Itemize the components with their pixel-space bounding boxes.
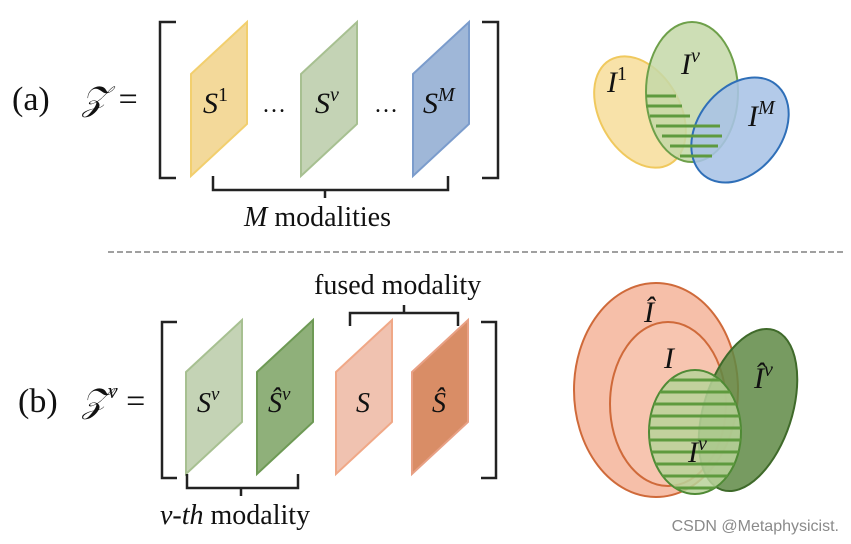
slice-b-shat <box>411 317 469 477</box>
venn-a-i1-label: I1 <box>606 63 627 99</box>
ellipsis-1: … <box>262 92 286 118</box>
venn-b-i-label: I <box>663 342 676 375</box>
slice-sv <box>300 19 358 179</box>
venn-b-iv-label: Iv <box>687 433 707 469</box>
bracket-left-a <box>158 20 176 180</box>
venn-a-im <box>690 76 790 184</box>
slice-b-shat-label: Ŝ <box>432 388 446 419</box>
slice-sv-label: Sv <box>315 84 339 120</box>
ellipsis-2: … <box>374 92 398 118</box>
panel-b-label: (b) <box>18 383 58 420</box>
venn-a-hatch <box>646 94 722 158</box>
vth-modality-label: v-th modality <box>160 500 310 531</box>
slice-sm-label: SM <box>423 84 456 120</box>
slice-b-shat-v <box>256 317 314 477</box>
bracket-right-b <box>481 320 498 480</box>
venn-a-iv-label: Iv <box>680 45 700 81</box>
venn-b-ihat-v-label: Îv <box>753 359 773 395</box>
bracket-right-a <box>482 20 500 180</box>
brace-vth-modality <box>185 474 300 496</box>
brace-modalities-label: M modalities <box>243 202 391 233</box>
brace-fused-modality <box>348 305 460 326</box>
bracket-left-b <box>160 320 177 480</box>
slice-s1 <box>190 19 248 179</box>
panel-b-lhs: 𝒵v = <box>81 378 145 420</box>
slice-b-s <box>335 317 393 477</box>
slice-b-sv-label: Sv <box>197 384 220 419</box>
venn-b-ihat-label: Î <box>643 296 656 329</box>
panel-a-lhs: 𝒵 = <box>81 81 139 118</box>
watermark-text: CSDN @Metaphysicist. <box>671 518 839 535</box>
fused-modality-label: fused modality <box>314 270 481 301</box>
slice-b-sv <box>185 317 243 477</box>
slice-sm <box>412 19 470 179</box>
venn-a-im-label: IM <box>747 97 776 133</box>
slice-b-shat-v-label: Ŝv <box>268 384 291 419</box>
panel-a-label: (a) <box>12 81 50 118</box>
slice-s1-label: S1 <box>203 84 228 120</box>
slice-b-s-label: S <box>356 388 370 419</box>
brace-modalities <box>211 176 450 198</box>
